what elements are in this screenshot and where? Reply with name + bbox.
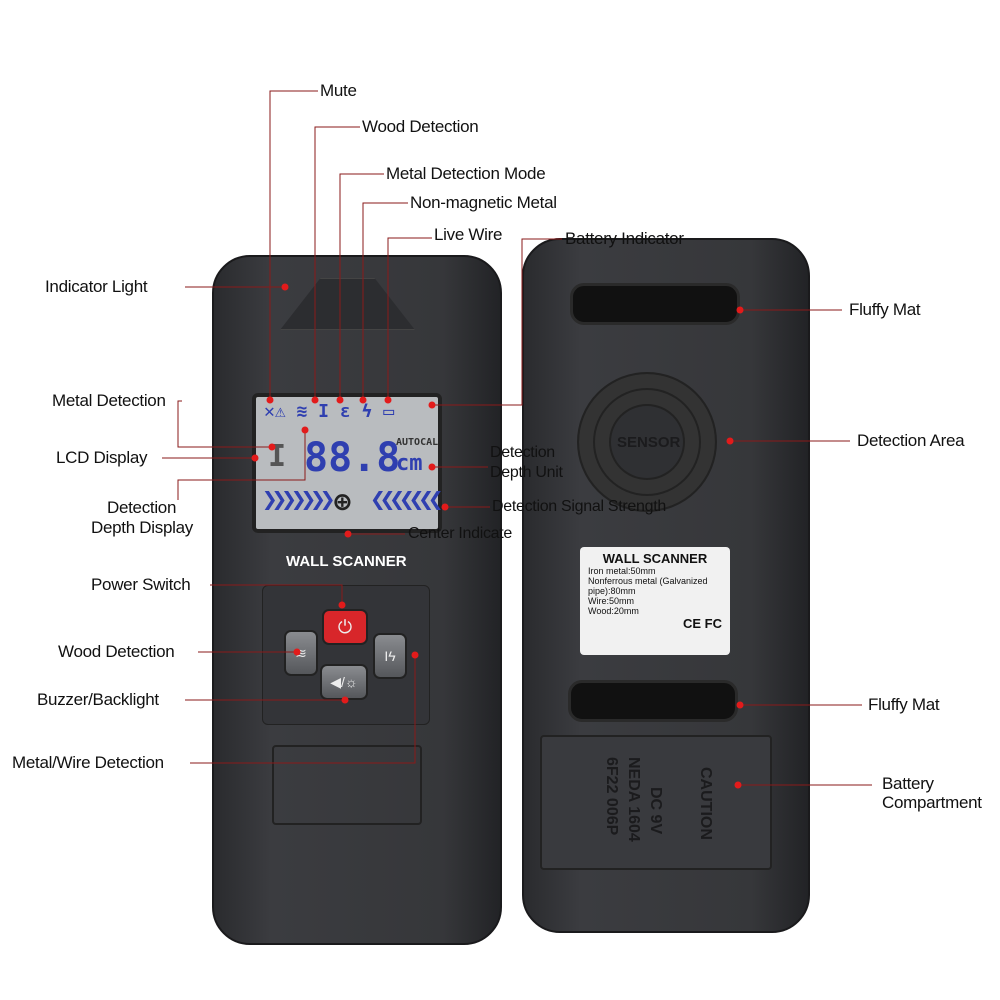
spec-sticker: WALL SCANNER Iron metal:50mm Nonferrous … <box>580 547 730 655</box>
spec-item: Iron metal:50mm <box>588 566 656 576</box>
callout-depth-display-1: Detection <box>107 498 177 517</box>
depth-unit: cm <box>396 451 423 476</box>
fluffy-mat-top <box>570 283 740 325</box>
callout-lcd-display: LCD Display <box>56 448 148 467</box>
sensor-text: SENSOR <box>617 434 681 451</box>
power-button[interactable]: ⏻ <box>322 609 368 645</box>
callout-signal-strength: Detection Signal Strength <box>492 498 666 515</box>
callout-battery-indicator: Battery Indicator <box>565 229 684 248</box>
certification-marks: CE FC <box>683 616 722 631</box>
autocal-text: AUTOCAL <box>396 437 439 448</box>
callout-fluffy-mat-top: Fluffy Mat <box>849 300 921 319</box>
callout-indicator-light: Indicator Light <box>45 277 148 296</box>
callout-metal-wire-detection: Metal/Wire Detection <box>12 753 164 772</box>
callout-mute: Mute <box>320 81 357 100</box>
neda-text: NEDA 1604 <box>625 757 642 842</box>
center-crosshair-icon: ⊕ <box>334 485 351 518</box>
callout-wood-detection: Wood Detection <box>58 642 175 661</box>
callout-buzzer-backlight: Buzzer/Backlight <box>37 690 159 709</box>
type-text: 6F22 006P <box>603 757 620 836</box>
callout-battery-compartment-2: Compartment <box>882 793 982 812</box>
spec-item: Wood:20mm <box>588 606 639 616</box>
sticker-title: WALL SCANNER <box>602 551 708 566</box>
voltage-text: DC 9V <box>647 787 664 835</box>
callout-live-wire: Live Wire <box>434 225 503 244</box>
callout-wood-detection-top: Wood Detection <box>362 117 479 136</box>
callout-power-switch: Power Switch <box>91 575 191 594</box>
callout-depth-unit-1: Detection <box>490 444 555 461</box>
buzzer-backlight-button[interactable]: ◀/☼ <box>320 664 368 700</box>
signal-left-icon: ❯❯❯❯❯❯❯ <box>262 485 336 515</box>
callout-center-indicate: Center Indicate <box>408 525 513 542</box>
depth-digits: 88.8 <box>304 435 401 481</box>
callout-depth-display-2: Depth Display <box>91 518 193 537</box>
callout-detection-area: Detection Area <box>857 431 965 450</box>
battery-cover: CAUTION DC 9V NEDA 1604 6F22 006P <box>540 735 772 870</box>
lcd-icons: ✕⚠ ≋ I ε ϟ ▭ <box>264 401 395 422</box>
metal-wire-button[interactable]: Iϟ <box>373 633 407 679</box>
wood-detection-button[interactable]: ≋ <box>284 630 318 676</box>
caution-text: CAUTION <box>697 767 714 840</box>
callout-metal-detection: Metal Detection <box>52 391 166 410</box>
front-brand: WALL SCANNER <box>286 553 407 570</box>
detection-area <box>577 372 717 512</box>
callout-depth-unit-2: Depth Unit <box>490 464 563 481</box>
callout-non-magnetic-metal: Non-magnetic Metal <box>410 193 557 212</box>
callout-battery-compartment-1: Battery <box>882 774 934 793</box>
spec-item: Wire:50mm <box>588 596 635 606</box>
callout-metal-detection-mode: Metal Detection Mode <box>386 164 546 183</box>
fluffy-mat-bottom <box>568 680 738 722</box>
signal-right-icon: ❮❮❮❮❮❮❮ <box>370 485 444 515</box>
front-battery-slot <box>272 745 422 825</box>
callout-fluffy-mat-bottom: Fluffy Mat <box>868 695 940 714</box>
lcd-display: ✕⚠ ≋ I ε ϟ ▭ I 88.8 AUTOCAL cm ❯❯❯❯❯❯❯ ⊕… <box>252 393 444 533</box>
spec-item: Nonferrous metal (Galvanized pipe):80mm <box>588 576 708 596</box>
metal-beam-icon: I <box>268 439 287 474</box>
